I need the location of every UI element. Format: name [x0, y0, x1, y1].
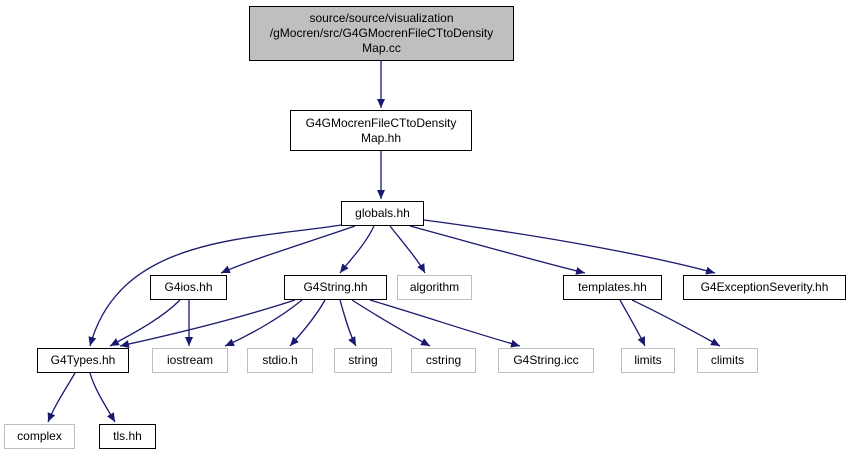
edge-g4string-to-stdio	[289, 299, 326, 347]
node-g4ios[interactable]: G4ios.hh	[150, 275, 227, 300]
edge-globals-to-g4string	[339, 225, 375, 274]
node-iostream: iostream	[152, 348, 228, 373]
edge-globals-to-templates	[409, 225, 586, 275]
node-g4types[interactable]: G4Types.hh	[37, 348, 129, 373]
edge-templates-to-limits	[619, 299, 646, 347]
edge-g4ios-to-g4types	[109, 299, 181, 347]
node-complex: complex	[4, 424, 75, 449]
node-templates[interactable]: templates.hh	[563, 275, 662, 300]
edge-g4types-to-complex	[47, 372, 76, 423]
edge-globals-to-g4types	[88, 223, 349, 347]
node-string: string	[334, 348, 392, 373]
node-g4string-icc: G4String.icc	[498, 348, 594, 373]
node-globals[interactable]: globals.hh	[341, 201, 424, 226]
edge-g4string-to-g4types	[119, 299, 296, 348]
edge-layer	[47, 61, 721, 423]
node-mapheader[interactable]: G4GMocrenFileCTtoDensity Map.hh	[290, 110, 472, 151]
node-tls[interactable]: tls.hh	[99, 424, 156, 449]
node-climits: climits	[697, 348, 758, 373]
edge-g4string-to-string	[339, 299, 357, 347]
edge-g4types-to-tls	[89, 372, 116, 423]
edge-templates-to-climits	[631, 299, 721, 347]
edge-globals-to-g4ios	[220, 225, 356, 274]
edge-g4string-to-iostream	[224, 299, 303, 347]
node-limits: limits	[621, 348, 675, 373]
node-root-file: source/source/visualization /gMocren/src…	[249, 6, 514, 61]
node-exception-severity[interactable]: G4ExceptionSeverity.hh	[683, 275, 846, 300]
node-cstring: cstring	[411, 348, 476, 373]
edge-globals-to-algorithm	[389, 225, 426, 274]
edge-g4string-to-g4stringicc	[369, 299, 521, 348]
edge-g4string-to-cstring	[351, 299, 431, 347]
edge-globals-to-exception	[423, 219, 716, 275]
node-algorithm: algorithm	[397, 275, 472, 300]
node-g4string[interactable]: G4String.hh	[284, 275, 387, 300]
node-stdio: stdio.h	[247, 348, 313, 373]
